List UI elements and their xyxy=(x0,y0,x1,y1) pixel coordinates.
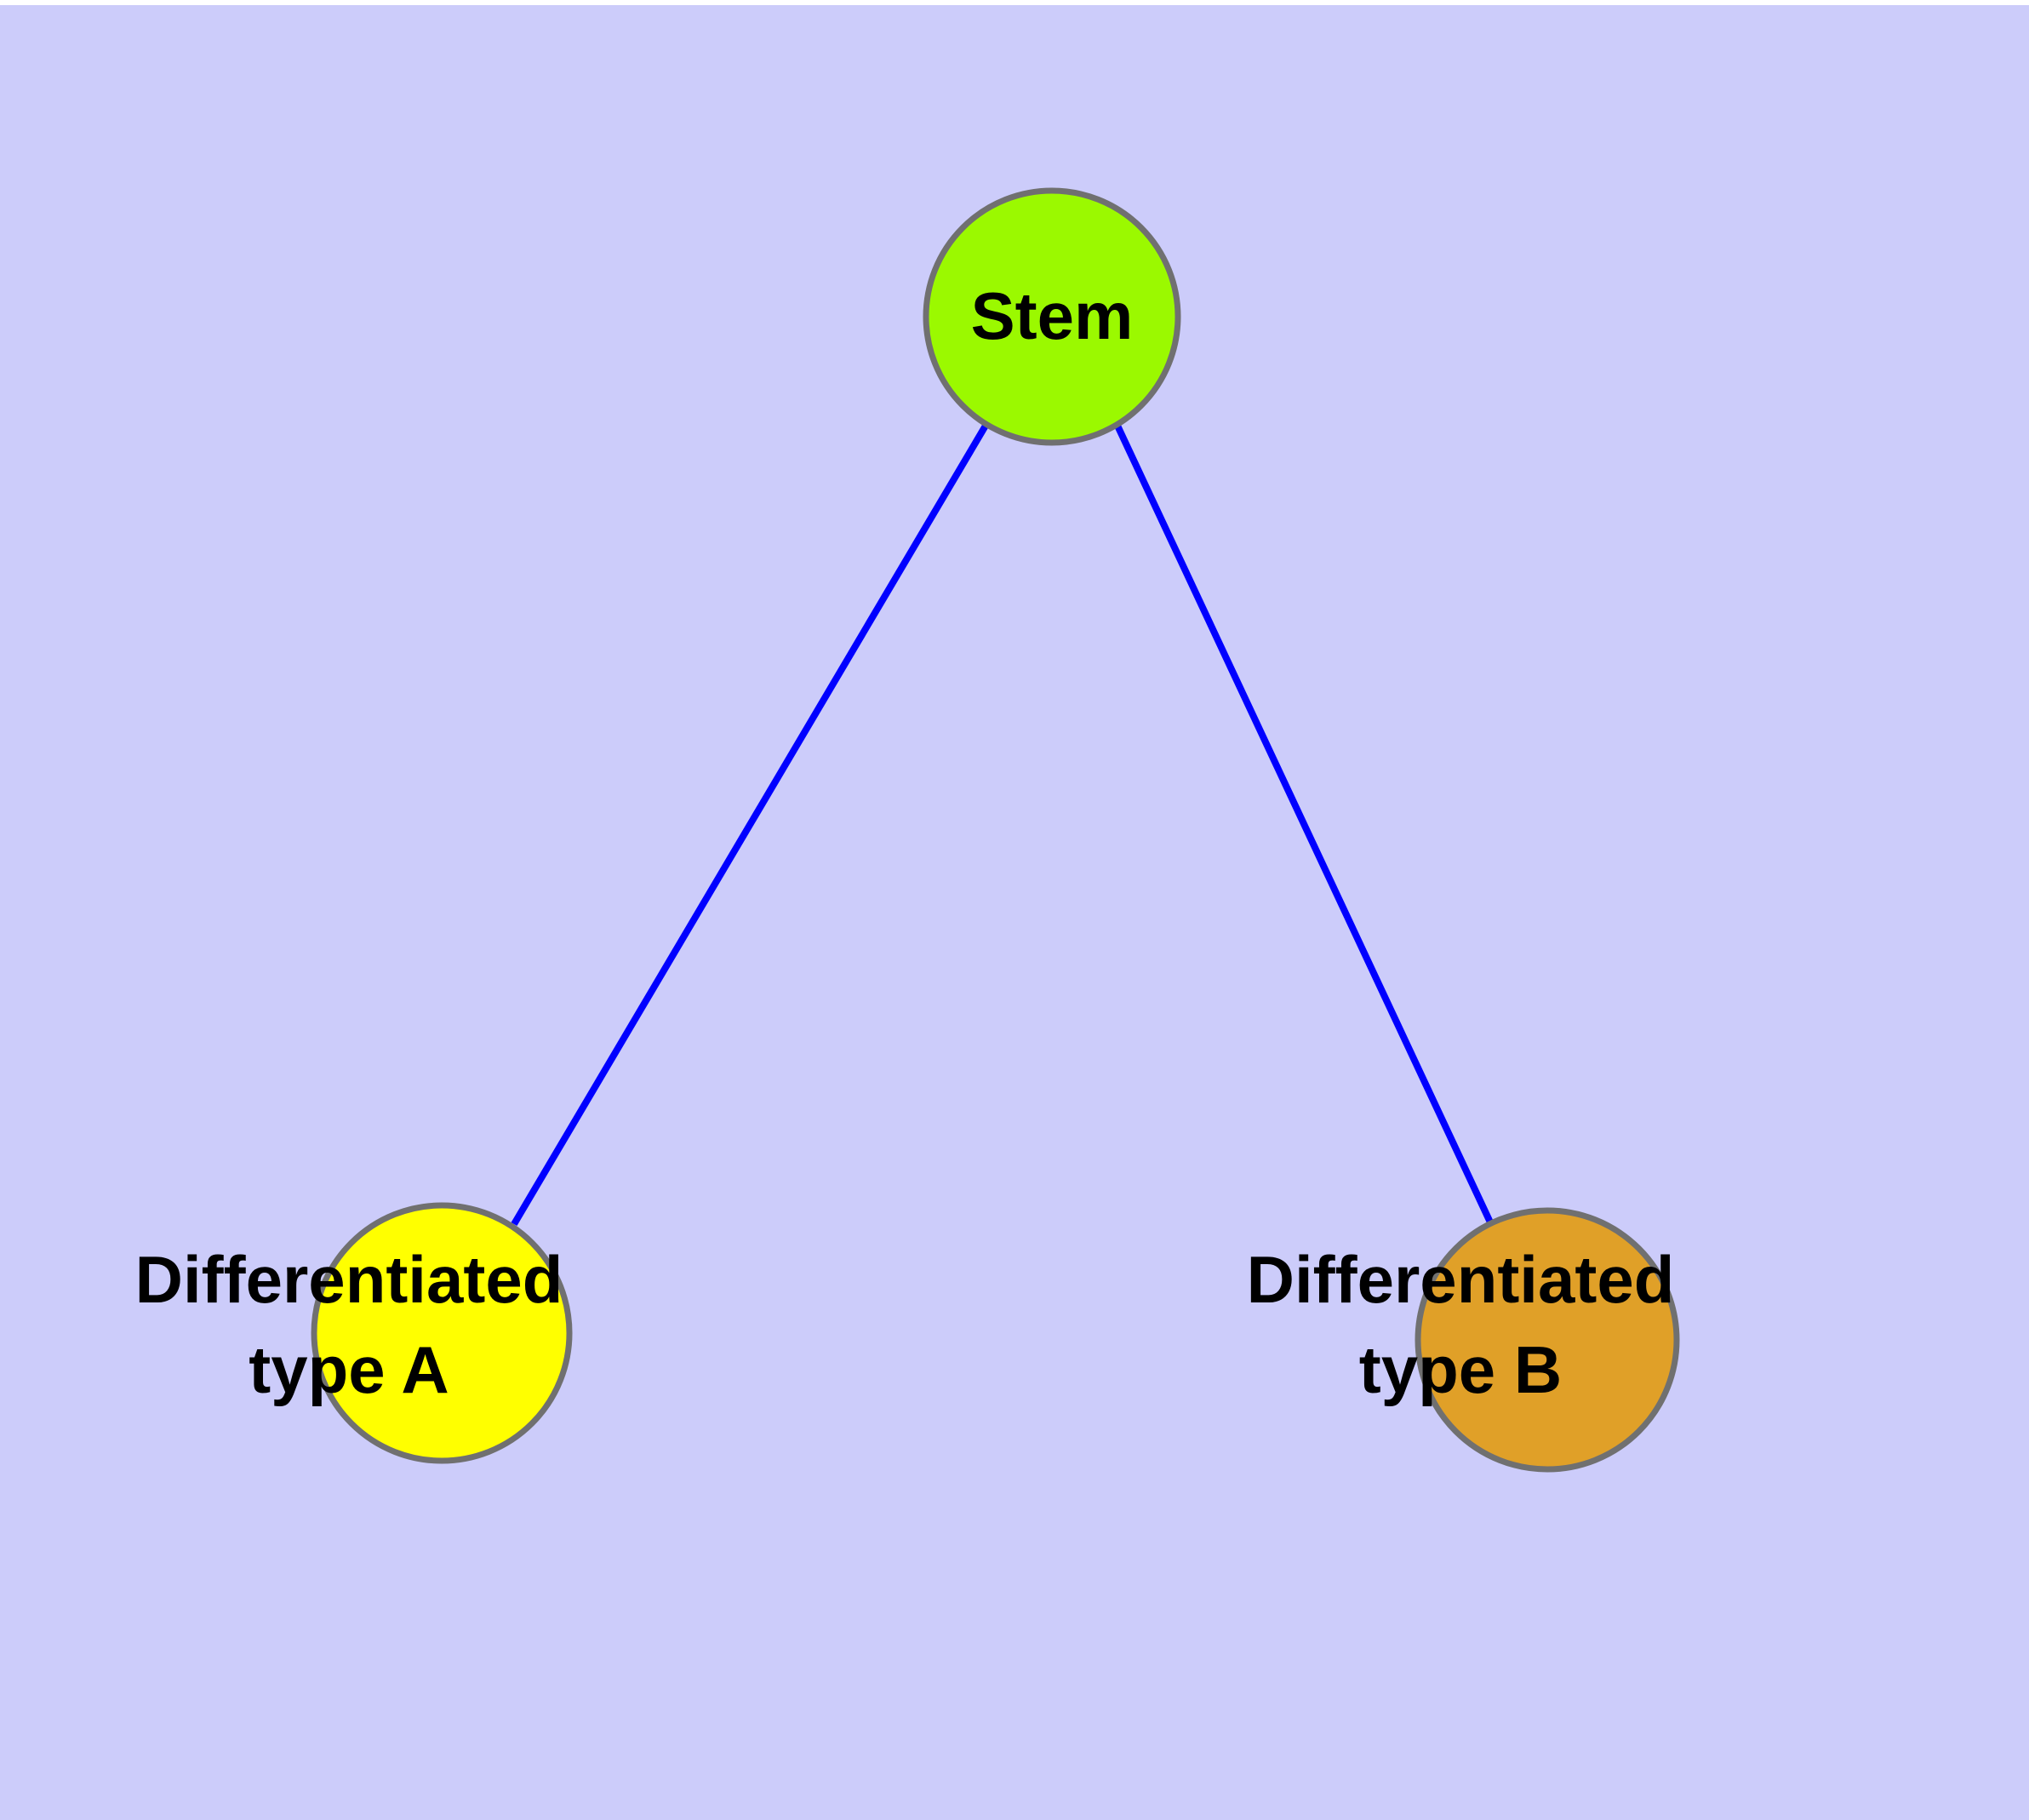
node-layer xyxy=(311,187,1680,1473)
node-label-stem-line1: Stem xyxy=(971,278,1134,353)
edge-stem-to-type-a[interactable] xyxy=(511,423,989,1227)
edge-stem-to-type-b[interactable] xyxy=(1114,424,1495,1226)
node-diff-type-a[interactable] xyxy=(311,1202,573,1464)
node-stem[interactable] xyxy=(923,187,1181,446)
node-label-diff-type-b-line2: type B xyxy=(1359,1332,1562,1407)
edge-layer xyxy=(511,423,1495,1227)
node-label-diff-type-b-line1: Differentiated xyxy=(1247,1242,1675,1317)
node-diff-type-b[interactable] xyxy=(1415,1207,1680,1473)
label-layer: Stem Differentiated type A Differentiate… xyxy=(135,278,1675,1407)
node-label-diff-type-a-line2: type A xyxy=(249,1332,449,1407)
node-label-diff-type-a-line1: Differentiated xyxy=(135,1242,563,1317)
